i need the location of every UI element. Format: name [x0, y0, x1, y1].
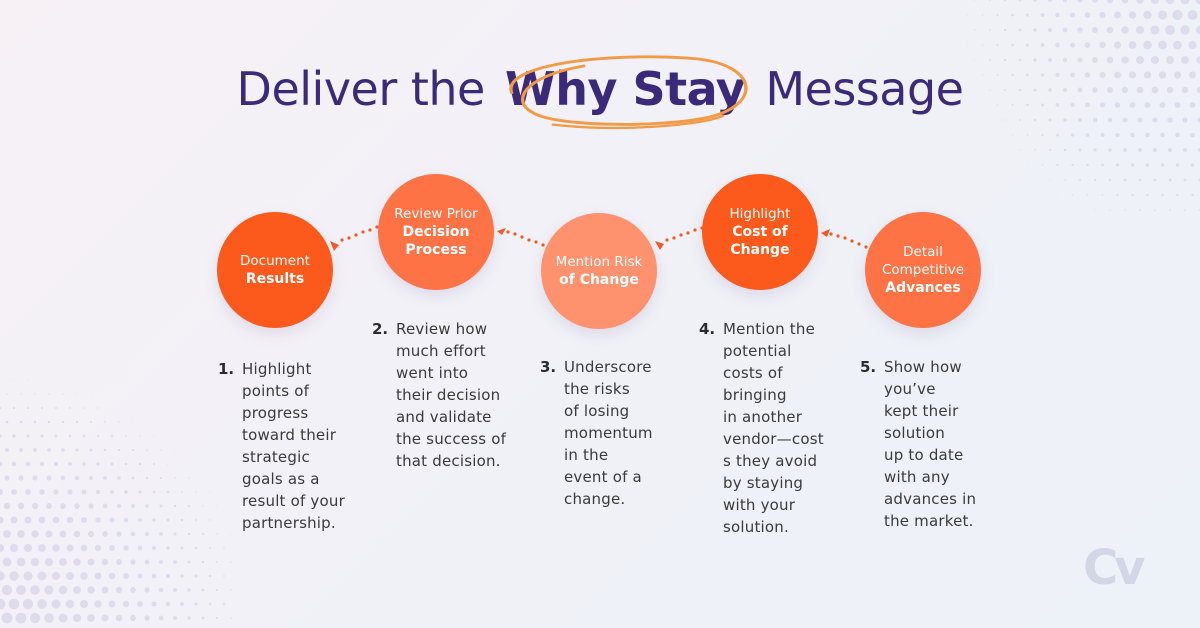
step-description-1: 1. Highlight points of progress toward t…	[218, 360, 345, 532]
step-description-2: 2. Review how much effort went into thei…	[372, 320, 507, 470]
step-description-3: 3. Underscore the risks of losing moment…	[540, 358, 653, 508]
step-description-5: 5. Show how you’ve kept their solution u…	[860, 358, 977, 530]
arrow-4-to-3	[655, 226, 704, 250]
step-circle-competitive-advances: Detail Competitive Advances	[865, 212, 981, 328]
step-description-4: 4. Mention the potential costs of bringi…	[699, 320, 824, 536]
step-circle-document-results: Document Results	[217, 212, 333, 328]
step-circle-cost-of-change: Highlight Cost of Change	[702, 174, 818, 290]
title-prefix: Deliver the	[236, 62, 486, 116]
arrow-5-to-4	[821, 229, 868, 249]
arrow-3-to-2	[497, 228, 545, 247]
title-highlight: Why Stay	[499, 55, 751, 130]
page-title: Deliver the Why Stay Message	[0, 55, 1200, 130]
title-suffix: Message	[765, 62, 964, 116]
step-circle-review-decision: Review Prior Decision Process	[378, 174, 494, 290]
step-circle-risk-of-change: Mention Risk of Change	[541, 213, 657, 329]
brand-logo: Cv	[1083, 540, 1145, 596]
arrow-2-to-1	[330, 225, 379, 251]
